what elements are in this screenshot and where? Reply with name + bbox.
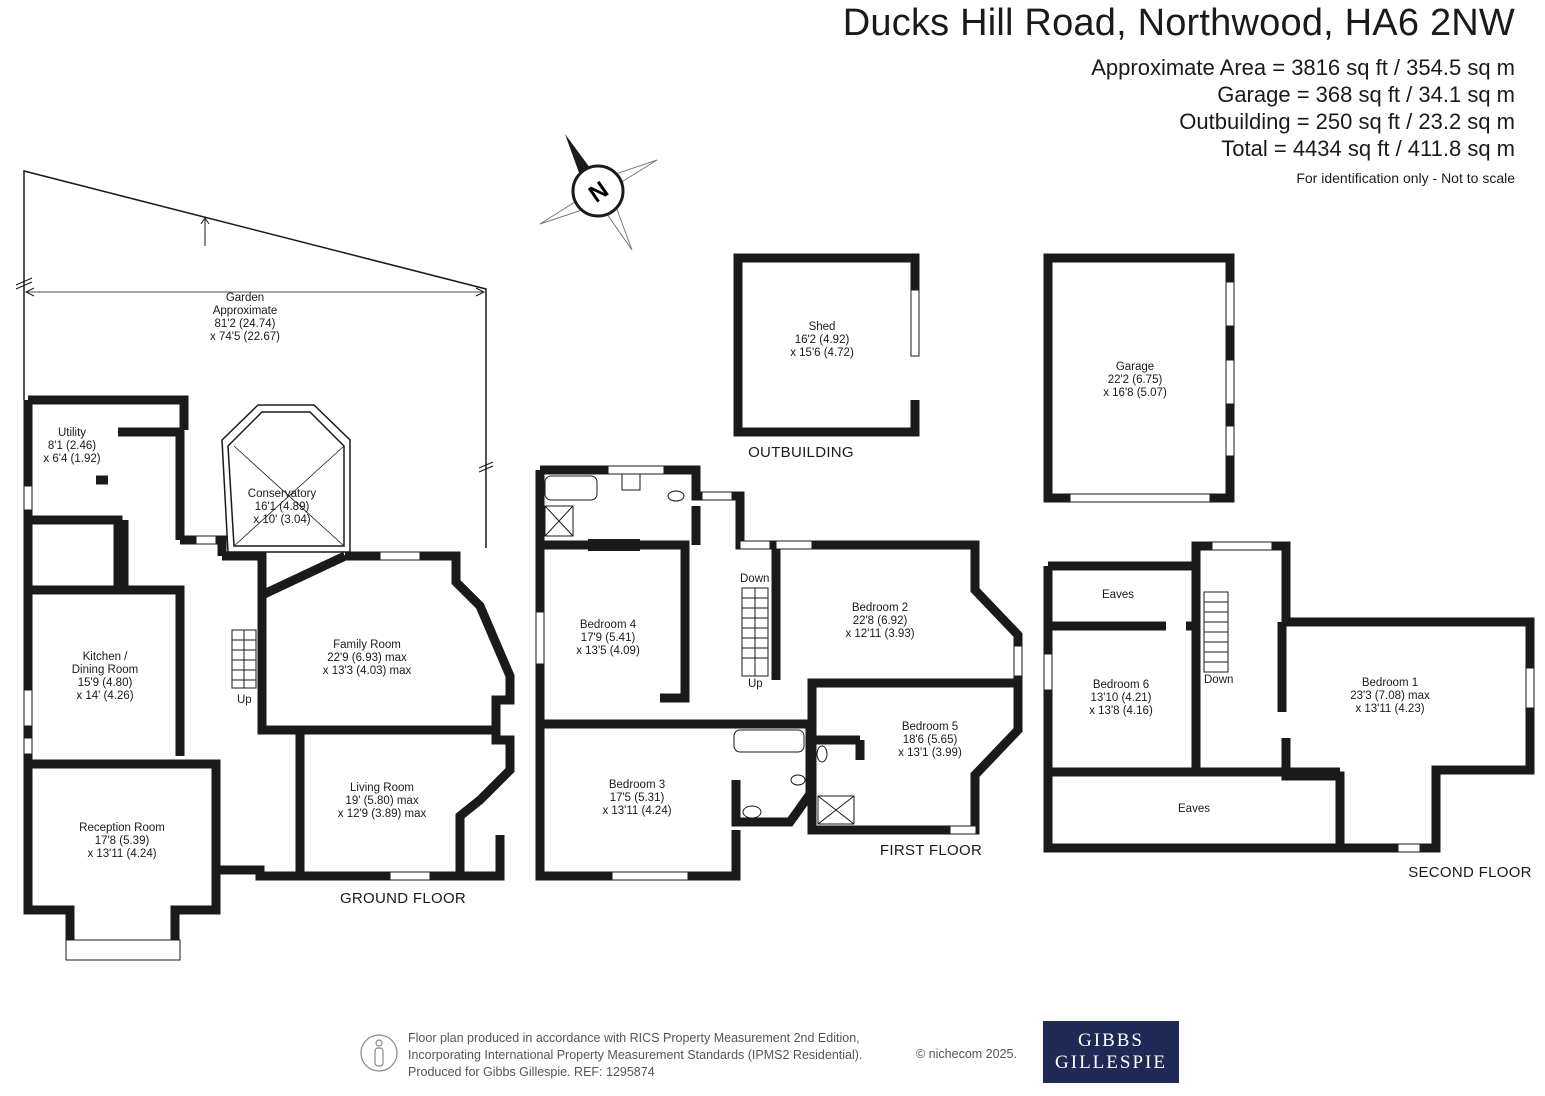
copyright: © nichecom 2025. [916,1047,1017,1061]
second-down-label: Down [1204,674,1233,686]
approx-area: Approximate Area = 3816 sq ft / 354.5 sq… [1091,55,1515,80]
footer-line: Produced for Gibbs Gillespie. REF: 12958… [408,1065,655,1079]
garage-walls [1043,253,1235,503]
outbuilding-area: Outbuilding = 250 sq ft / 23.2 sq m [1179,109,1515,134]
page-title: Ducks Hill Road, Northwood, HA6 2NW [842,2,1515,44]
second-floor-walls [1043,541,1535,853]
brand-logo: GIBBS GILLESPIE [1043,1021,1179,1083]
first-floor-label: FIRST FLOOR [880,842,982,859]
garden-outline [15,170,494,548]
conservatory-outline [221,404,351,553]
total-area: Total = 4434 sq ft / 411.8 sq m [1221,136,1515,161]
ground-up-label: Up [237,694,252,706]
person-icon [360,1034,398,1072]
first-down-label: Down [740,573,769,585]
ground-windows [23,485,431,961]
footer-line: Floor plan produced in accordance with R… [408,1031,860,1045]
second-floor-label: SECOND FLOOR [1408,864,1532,881]
ground-floor-label: GROUND FLOOR [340,890,466,907]
scale-note: For identification only - Not to scale [1296,170,1515,186]
first-floor-fixtures [544,473,855,825]
first-floor-stairs [741,587,769,677]
eaves-top-label: Eaves [1102,589,1134,601]
first-floor-windows [535,465,1023,881]
footer-line: Incorporating International Property Mea… [408,1048,863,1062]
garage-area: Garage = 368 sq ft / 34.1 sq m [1217,82,1515,107]
outbuilding-label: OUTBUILDING [748,444,854,461]
ground-stairs [231,629,257,689]
eaves-bottom-label: Eaves [1178,803,1210,815]
shed-walls [733,253,920,437]
first-up-label: Up [748,678,763,690]
compass-icon: N [539,134,658,251]
second-floor-stairs [1203,591,1229,673]
footer-text: Floor plan produced in accordance with R… [408,1030,862,1081]
second-floor-windows [1043,541,1535,853]
